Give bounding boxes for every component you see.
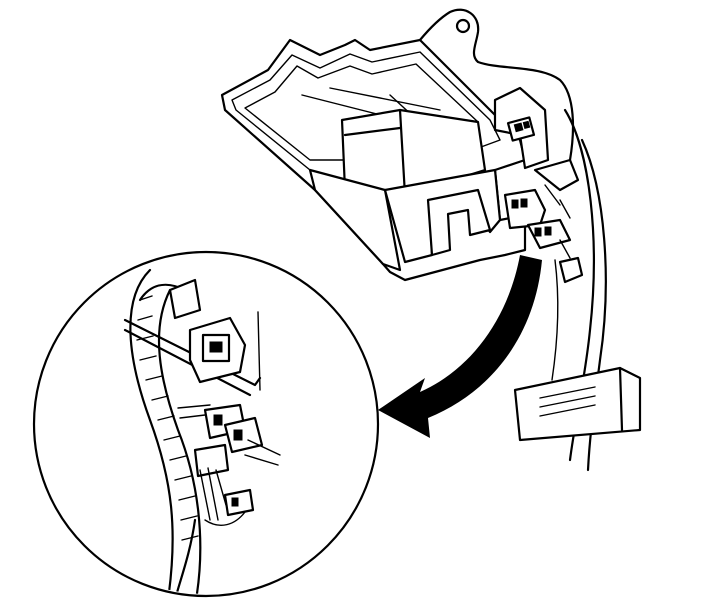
detail-view <box>32 250 380 598</box>
magnified-detail-circle <box>32 250 380 598</box>
curved-arrow-icon <box>378 255 542 438</box>
mounting-hole-icon <box>455 18 471 34</box>
connectors-module <box>493 86 584 284</box>
trim-panel <box>513 366 642 442</box>
module-housing <box>220 38 527 282</box>
